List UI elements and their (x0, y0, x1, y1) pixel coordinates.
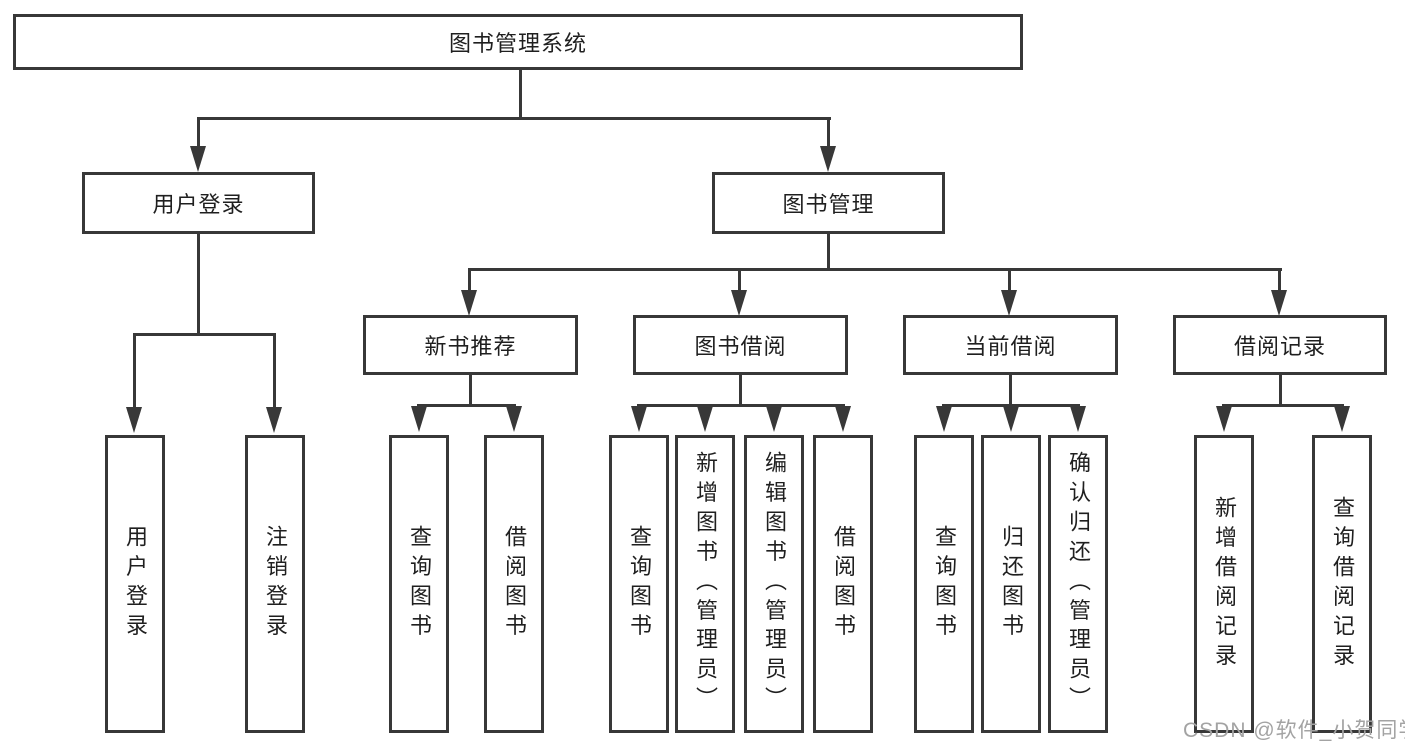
node-book-management: 图书管理 (712, 172, 945, 234)
connector-trunk (1009, 375, 1012, 406)
node-new-book-recommend: 新书推荐 (363, 315, 578, 375)
arrowhead-down-icon (820, 146, 836, 172)
leaf-query-book: 查询图书 (609, 435, 669, 733)
connector-level1-hline (197, 117, 831, 120)
connector-hline (1222, 404, 1344, 407)
arrowhead-down-icon (1070, 406, 1086, 432)
leaf-confirm-return-admin: 确认归还（管理员） (1048, 435, 1108, 733)
connector-trunk (739, 375, 742, 406)
arrowhead-down-icon (190, 146, 206, 172)
leaf-edit-book-admin: 编辑图书（管理员） (744, 435, 804, 733)
arrowhead-down-icon (506, 406, 522, 432)
connector-book-mgmt-trunk (827, 234, 830, 271)
connector-stem (468, 268, 471, 292)
arrowhead-down-icon (697, 406, 713, 432)
connector-level3-hline (468, 268, 1282, 271)
node-library-management-system: 图书管理系统 (13, 14, 1023, 70)
arrowhead-down-icon (126, 407, 142, 433)
arrowhead-down-icon (461, 290, 477, 316)
arrowhead-down-icon (1334, 406, 1350, 432)
connector-trunk (469, 375, 472, 406)
arrowhead-down-icon (835, 406, 851, 432)
node-user-login: 用户登录 (82, 172, 315, 234)
connector-hline (637, 404, 845, 407)
arrowhead-down-icon (1216, 406, 1232, 432)
connector-user-login-trunk (197, 234, 200, 336)
leaf-user-login: 用户登录 (105, 435, 165, 733)
connector-stem (738, 268, 741, 292)
connector-root-trunk (519, 70, 522, 118)
csdn-watermark: CSDN @软件_小贺同学 (1183, 719, 1405, 742)
connector-user-login-hline (133, 333, 276, 336)
connector-stem (1008, 268, 1011, 292)
arrowhead-down-icon (1001, 290, 1017, 316)
connector-trunk (1279, 375, 1282, 406)
arrowhead-down-icon (1003, 406, 1019, 432)
leaf-add-book-admin: 新增图书（管理员） (675, 435, 735, 733)
arrowhead-down-icon (1271, 290, 1287, 316)
leaf-logout: 注销登录 (245, 435, 305, 733)
arrowhead-down-icon (936, 406, 952, 432)
node-borrow-record: 借阅记录 (1173, 315, 1387, 375)
leaf-borrow-book: 借阅图书 (813, 435, 873, 733)
arrowhead-down-icon (766, 406, 782, 432)
node-current-borrow: 当前借阅 (903, 315, 1118, 375)
leaf-add-borrow-record: 新增借阅记录 (1194, 435, 1254, 733)
connector-hline (417, 404, 516, 407)
leaf-query-book: 查询图书 (914, 435, 974, 733)
connector-stem (827, 117, 830, 148)
connector-stem (273, 333, 276, 409)
leaf-query-borrow-record: 查询借阅记录 (1312, 435, 1372, 733)
arrowhead-down-icon (411, 406, 427, 432)
connector-stem (1278, 268, 1281, 292)
arrowhead-down-icon (731, 290, 747, 316)
connector-hline (942, 404, 1080, 407)
connector-stem (197, 117, 200, 148)
arrowhead-down-icon (631, 406, 647, 432)
leaf-query-book: 查询图书 (389, 435, 449, 733)
arrowhead-down-icon (266, 407, 282, 433)
leaf-return-book: 归还图书 (981, 435, 1041, 733)
connector-stem (133, 333, 136, 409)
node-book-borrow: 图书借阅 (633, 315, 848, 375)
leaf-borrow-book: 借阅图书 (484, 435, 544, 733)
